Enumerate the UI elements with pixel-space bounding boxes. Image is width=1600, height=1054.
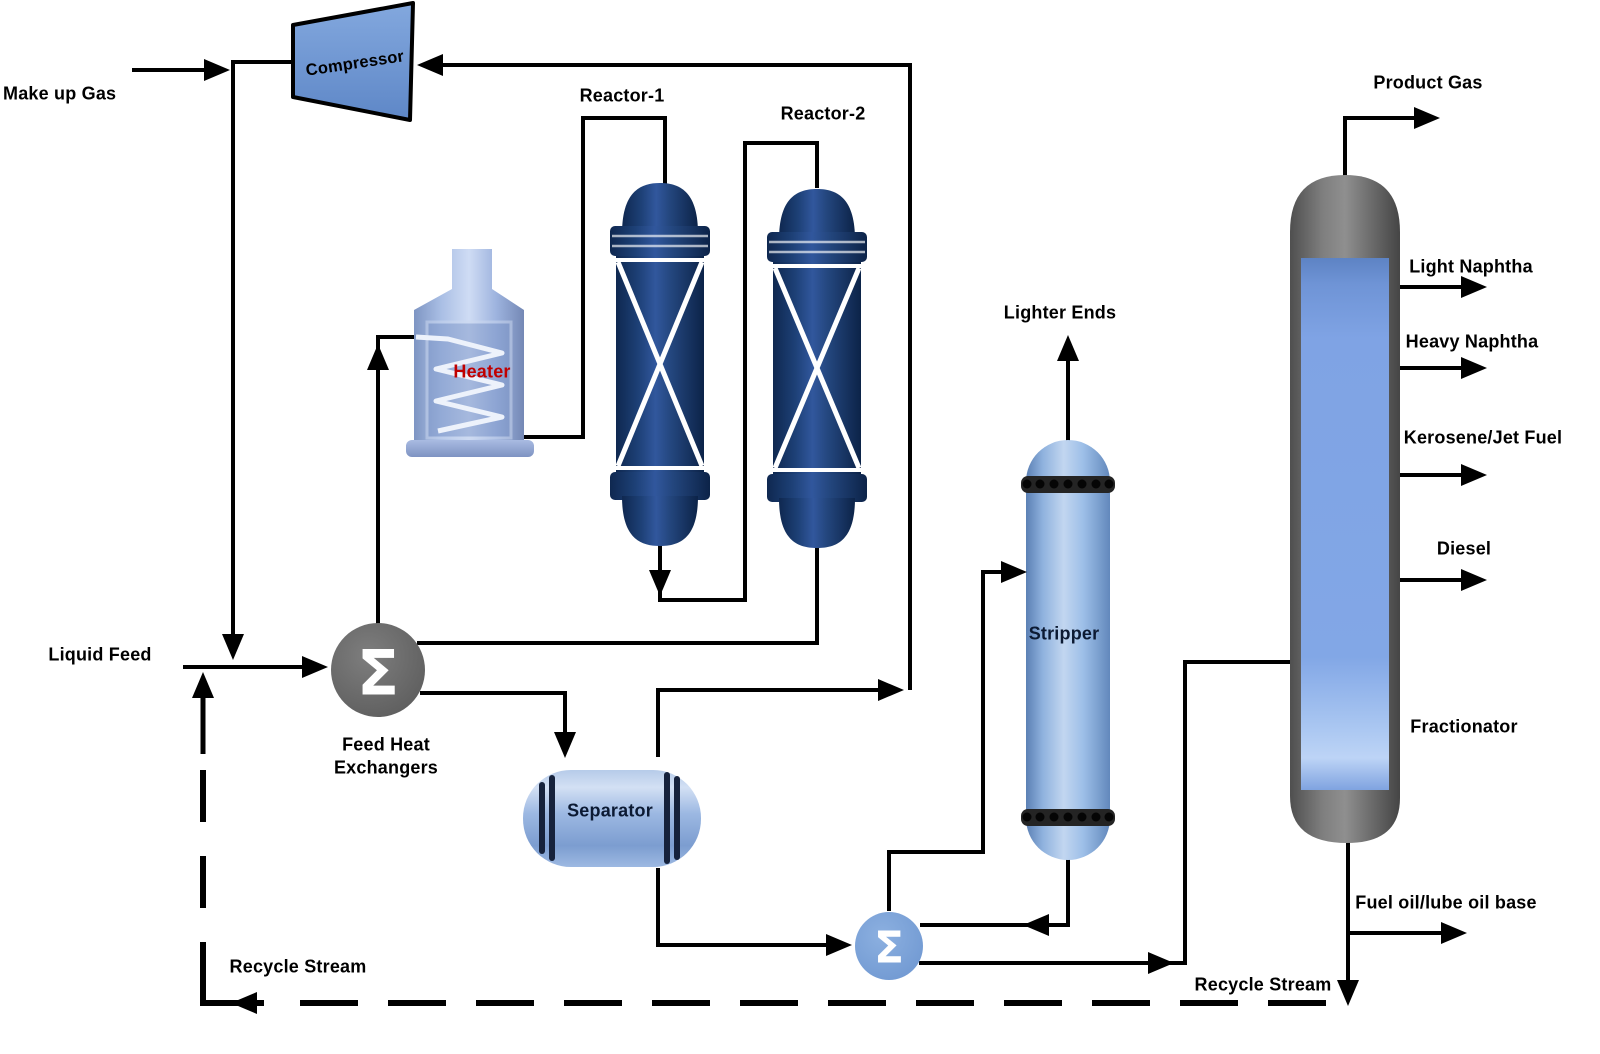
- label-reactor-1: Reactor-1: [579, 85, 665, 106]
- stream-separator-gas: [656, 688, 898, 757]
- arrowhead: [1057, 335, 1079, 361]
- stream-lines: [132, 60, 1480, 1006]
- label-heavy-naphtha: Heavy Naphtha: [1405, 331, 1539, 352]
- reactor-2-top-flange: [767, 232, 867, 262]
- separator-band: [674, 776, 680, 860]
- arrowhead: [554, 732, 576, 758]
- arrowhead: [649, 570, 671, 596]
- reactor-1-flange-grooves: [612, 234, 708, 248]
- sigma-icon: Σ: [874, 923, 904, 974]
- stream-compressor-discharge: [231, 60, 292, 634]
- reactor-1-vessel: [610, 183, 710, 546]
- reactor-1-bed-lines: [616, 258, 704, 470]
- separator-band: [549, 775, 555, 861]
- arrowhead: [1001, 561, 1027, 583]
- stripper-vessel: [1021, 440, 1115, 860]
- arrowhead: [1414, 107, 1440, 129]
- sigma-icon: Σ: [357, 637, 399, 710]
- arrowhead: [1337, 980, 1359, 1006]
- arrowhead: [878, 679, 904, 701]
- stream-product-gas: [1343, 116, 1433, 178]
- reactor-2-bottom-dome: [779, 498, 855, 548]
- label-reactor-2: Reactor-2: [780, 103, 866, 124]
- label-feed-heat-exchangers: Feed Heat Exchangers: [333, 734, 439, 778]
- arrowhead: [1461, 464, 1487, 486]
- label-separator: Separator: [567, 800, 653, 821]
- fractionator-panel: [1301, 258, 1389, 790]
- reactor-1-catalyst-cross: [615, 261, 705, 467]
- arrowhead: [417, 54, 443, 76]
- stream-reactor2-effluent: [417, 546, 819, 645]
- separator-band: [664, 772, 670, 864]
- label-recycle-stream-right: Recycle Stream: [1194, 974, 1332, 995]
- label-make-up-gas: Make up Gas: [3, 83, 117, 104]
- heater-base: [406, 440, 534, 457]
- reactor-1-bottom-dome: [622, 496, 698, 546]
- arrowhead: [1461, 276, 1487, 298]
- arrowhead: [1148, 952, 1174, 974]
- product-heat-exchanger-shell: [855, 912, 923, 980]
- label-recycle-stream-left: Recycle Stream: [229, 956, 367, 977]
- label-heater: Heater: [453, 361, 511, 382]
- reactor-1-top-dome: [622, 183, 698, 234]
- product-heat-exchanger-symbol: Σ: [855, 912, 923, 980]
- arrowhead: [1441, 922, 1467, 944]
- feed-heat-exchanger-shell: [331, 623, 425, 717]
- reactor-2-bottom-flange: [767, 474, 867, 502]
- label-light-naphtha: Light Naphtha: [1409, 256, 1533, 277]
- label-fractionator: Fractionator: [1410, 716, 1518, 737]
- heater-vessel: [406, 249, 534, 457]
- label-stripper: Stripper: [1028, 623, 1100, 644]
- separator-band: [539, 782, 545, 854]
- label-liquid-feed: Liquid Feed: [48, 644, 152, 665]
- arrowhead: [367, 344, 389, 370]
- arrowheads: [192, 54, 1487, 1014]
- reactor-2-flange-grooves: [769, 240, 865, 254]
- equipment: Σ Σ: [291, 1, 1400, 980]
- stripper-shell: [1026, 440, 1110, 860]
- arrowhead: [192, 672, 214, 698]
- stream-separator-liquid: [656, 868, 846, 947]
- arrowhead: [302, 656, 328, 678]
- arrowhead: [204, 59, 230, 81]
- separator-shell: [523, 770, 701, 867]
- reactor-2-bed-lines: [773, 264, 861, 472]
- reactor-2-vessel: [767, 189, 867, 548]
- stream-heater-feed: [376, 335, 414, 624]
- separator-vessel: [523, 770, 701, 867]
- arrowhead: [1461, 357, 1487, 379]
- arrowhead: [1023, 914, 1049, 936]
- label-kerosene-jet-fuel: Kerosene/Jet Fuel: [1403, 427, 1563, 448]
- label-diesel: Diesel: [1436, 538, 1492, 559]
- stream-heater-outlet: [524, 116, 667, 439]
- reactor-2-catalyst-cross: [772, 267, 862, 469]
- reactor-2-top-dome: [779, 189, 855, 240]
- arrowhead: [1461, 569, 1487, 591]
- stream-stripper-feed: [887, 570, 1021, 911]
- reactor-1-bottom-flange: [610, 472, 710, 500]
- stripper-top-bolts: [1022, 479, 1114, 489]
- reactor-1-top-flange: [610, 226, 710, 256]
- heater-coil-icon: [415, 334, 505, 434]
- label-lighter-ends: Lighter Ends: [1003, 302, 1117, 323]
- stream-fractionator-feed: [919, 660, 1291, 965]
- label-fuel-oil-lube-oil-base: Fuel oil/lube oil base: [1355, 892, 1537, 913]
- stripper-bottom-bolts: [1022, 812, 1114, 822]
- arrowhead: [231, 992, 257, 1014]
- fractionator-column: [1290, 175, 1400, 843]
- arrowhead: [826, 934, 852, 956]
- stream-stripper-bottoms: [920, 859, 1070, 927]
- stream-recycle-gas-to-compressor: [424, 63, 912, 690]
- stream-exchanger-to-separator: [420, 691, 567, 750]
- feed-heat-exchanger-symbol: Σ: [331, 623, 425, 717]
- arrowhead: [222, 634, 244, 660]
- label-product-gas: Product Gas: [1373, 72, 1483, 93]
- compressor-symbol: [291, 1, 415, 122]
